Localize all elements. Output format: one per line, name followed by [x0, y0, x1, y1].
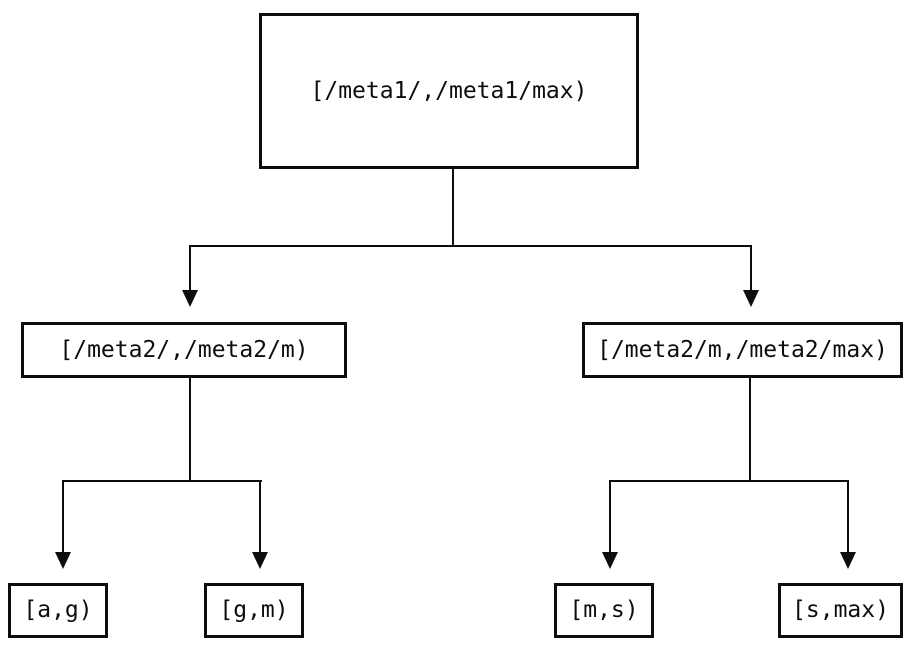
- arrowhead-to-left-node-icon: [182, 290, 198, 307]
- node-leaf-gm: [g,m): [204, 583, 304, 638]
- node-leaf-smax-label: [s,max): [792, 597, 889, 623]
- edge-root-stem: [452, 168, 454, 247]
- arrowhead-to-leaf2-icon: [602, 552, 618, 569]
- arrowhead-to-right-node-icon: [743, 290, 759, 307]
- node-leaf-ms-label: [m,s): [569, 597, 639, 623]
- node-leaf-gm-label: [g,m): [219, 597, 289, 623]
- node-root: [/meta1/,/meta1/max): [259, 13, 639, 169]
- arrowhead-to-leaf3-icon: [840, 552, 856, 569]
- edge-left-stem: [189, 378, 191, 482]
- node-meta2-right: [/meta2/m,/meta2/max): [582, 322, 903, 378]
- node-meta2-left: [/meta2/,/meta2/m): [21, 322, 347, 378]
- edge-right-crossbar: [609, 480, 849, 482]
- edge-right-leaf3-drop: [847, 480, 849, 553]
- edge-root-left-drop: [189, 245, 191, 291]
- arrowhead-to-leaf1-icon: [252, 552, 268, 569]
- edge-left-leaf0-drop: [62, 480, 64, 553]
- node-leaf-ms: [m,s): [554, 583, 654, 638]
- edge-left-crossbar: [62, 480, 262, 482]
- node-root-label: [/meta1/,/meta1/max): [310, 77, 588, 104]
- edge-right-stem: [749, 378, 751, 482]
- arrowhead-to-leaf0-icon: [55, 552, 71, 569]
- edge-root-right-drop: [750, 245, 752, 291]
- node-leaf-ag-label: [a,g): [23, 597, 93, 623]
- node-meta2-right-label: [/meta2/m,/meta2/max): [597, 336, 888, 363]
- node-leaf-ag: [a,g): [8, 583, 108, 638]
- node-meta2-left-label: [/meta2/,/meta2/m): [59, 336, 309, 363]
- edge-right-leaf2-drop: [609, 480, 611, 553]
- edge-root-crossbar: [189, 245, 752, 247]
- edge-left-leaf1-drop: [259, 480, 261, 553]
- node-leaf-smax: [s,max): [778, 583, 903, 638]
